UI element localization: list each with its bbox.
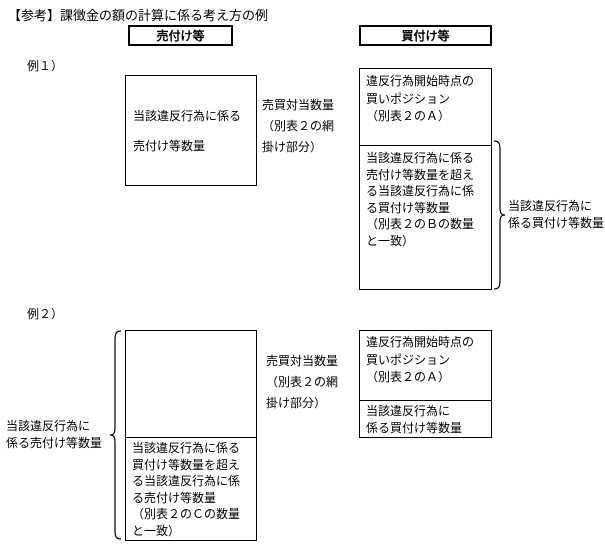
example1-buy-box: 違反行為開始時点の 買いポジション （別表２のＡ） 当該違反行為に係る 売付け等… <box>359 68 492 290</box>
example2-sell-box: 当該違反行為に係る 買付け等数量を超え る当該違反行為に係 る売付け等数量 （別… <box>125 330 257 541</box>
example1-sell-quantity-box: 当該違反行為に係る 売付け等数量 <box>125 75 257 186</box>
example2-brace-label: 当該違反行為に 係る売付け等数量 <box>6 419 103 450</box>
example2-buy-box: 違反行為開始時点の 買いポジション （別表２のＡ） 当該違反行為に 係る買付け等… <box>359 330 492 438</box>
example2-excess-sell-cell: 当該違反行為に係る 買付け等数量を超え る当該違反行為に係 る売付け等数量 （別… <box>132 441 241 538</box>
example2-initial-position-cell: 違反行為開始時点の 買いポジション （別表２のＡ） <box>360 331 491 401</box>
example2-label: 例２） <box>27 307 64 321</box>
example1-matched-quantity-label: 売買対当数量 （別表２の網 掛け部分） <box>262 98 335 154</box>
page-title: 【参考】課徴金の額の計算に係る考え方の例 <box>8 9 269 24</box>
example1-label: 例１） <box>27 59 64 73</box>
example1-excess-buy-cell: 当該違反行為に係る 売付け等数量を超え る当該違反行為に係 る買付け等数量 （別… <box>366 151 475 248</box>
example1-brace-label: 当該違反行為に 係る買付け等数量 <box>508 199 605 230</box>
buy-column-header: 買付け等 <box>359 25 492 46</box>
example2-violation-buy-cell: 当該違反行為に 係る買付け等数量 <box>366 404 463 435</box>
example1-right-brace-icon <box>493 140 506 290</box>
example2-left-brace-icon <box>109 330 122 540</box>
example1-initial-position-cell: 違反行為開始時点の 買いポジション （別表２のＡ） <box>360 69 491 146</box>
sell-column-header: 売付け等 <box>128 25 233 46</box>
example2-matched-sell-cell <box>126 331 256 438</box>
example2-matched-quantity-label: 売買対当数量 （別表２の網 掛け部分） <box>266 354 339 410</box>
